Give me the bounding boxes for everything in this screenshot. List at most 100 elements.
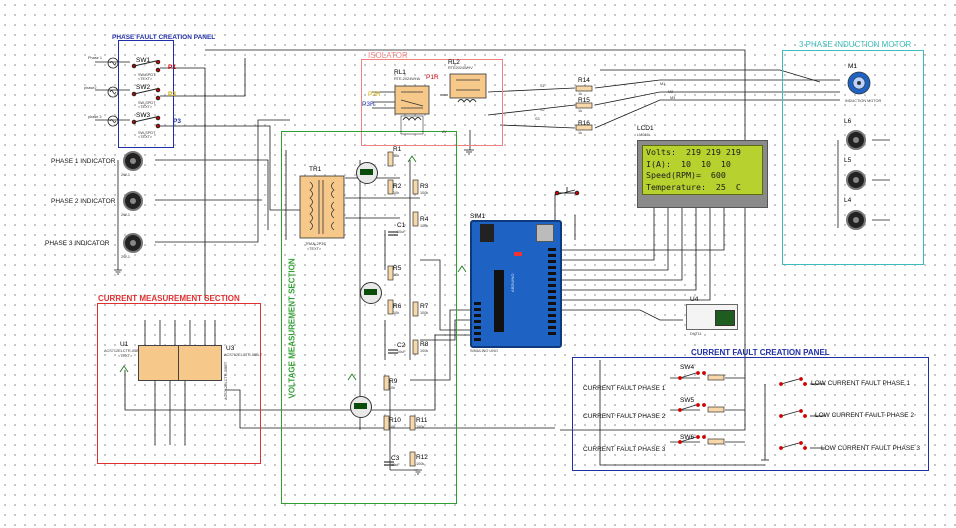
- transformer-tr1: [299, 175, 345, 239]
- ac-source-icons: [107, 57, 119, 127]
- usb-port: [480, 224, 494, 242]
- r15-ref: R15: [578, 97, 590, 104]
- c3-ref: C3: [391, 455, 400, 462]
- r8-ref: R8: [420, 341, 429, 348]
- arduino-part: SIMULINO UNO: [470, 349, 498, 353]
- lamp-3-part: 2W-1: [121, 255, 131, 259]
- p3-tag: P3: [173, 118, 181, 125]
- r5-ref: R5: [393, 265, 402, 272]
- phase-2-indicator-label: PHASE 2 INDICATOR: [51, 198, 116, 205]
- r2-ref: R2: [393, 183, 402, 190]
- lcd-screen: Volts: 219 219 219 I(A): 10 10 10 Speed(…: [642, 145, 763, 195]
- push-button[interactable]: [553, 183, 581, 199]
- u1-ref: U1: [120, 341, 129, 348]
- p3r-tag: P3R: [362, 101, 375, 108]
- tr1-ref: TR1: [309, 166, 322, 173]
- sw4-ref: SW4: [680, 364, 695, 371]
- dht-ref: U4: [690, 296, 699, 303]
- sw1-text: <TEXT>: [138, 77, 153, 81]
- phase-fault-panel-title: PHASE FAULT CREATION PANEL: [112, 34, 216, 41]
- wire-label-s2: S2: [540, 108, 545, 112]
- power-jack: [536, 224, 554, 242]
- r12-value: 100k: [416, 462, 425, 466]
- lcd-row-speed: Speed(RPM)= 600: [646, 170, 726, 180]
- r4-ref: R4: [420, 216, 429, 223]
- u1-text: <TEXT>: [118, 354, 133, 358]
- relay-rl1: [394, 85, 430, 135]
- header-pins-right: [548, 248, 556, 338]
- r9-ref: R9: [389, 378, 398, 385]
- voltmeter-1: [356, 162, 378, 184]
- low-current-fault-phase-1-label: LOW CURRENT FAULT PHASE 1: [811, 380, 910, 387]
- phase-switches[interactable]: [128, 60, 168, 130]
- motor-panel: [782, 50, 924, 265]
- acs712-chip-2: [178, 345, 222, 381]
- r7-ref: R7: [420, 303, 429, 310]
- r16-ref: R16: [578, 120, 590, 127]
- current-measurement-title: CURRENT MEASUREMENT SECTION: [98, 294, 240, 303]
- u1-part: ACS712ELCTR-05B-T: [104, 349, 143, 353]
- voltmeter-2: [360, 282, 382, 304]
- current-fault-switches[interactable]: [672, 370, 728, 454]
- c1-ref: C1: [397, 222, 406, 229]
- c1-value: 10uF: [397, 230, 406, 234]
- r14-ref: R14: [578, 77, 590, 84]
- tr1-text: <TEXT>: [307, 247, 322, 251]
- relay-rl2: [449, 73, 487, 103]
- wire-label-m2: M2: [668, 90, 674, 94]
- p2r-tag: P2R: [368, 91, 381, 98]
- voltage-measurement-panel: [281, 131, 457, 504]
- phase-fault-panel: [118, 40, 174, 148]
- phase-3-indicator-label: PHASE 3 INDICATOR: [45, 240, 110, 247]
- dht11-sensor: [686, 304, 738, 330]
- dht-part: DHT11: [690, 332, 702, 336]
- wire-label-s3: S3: [535, 117, 540, 121]
- low-current-switches[interactable]: [775, 376, 811, 456]
- u3-ref: U3: [226, 345, 235, 352]
- current-fault-phase-2-label: CURRENT FAULT PHASE 2: [583, 413, 666, 420]
- lcd-part: LM016L: [637, 133, 651, 137]
- r1-value: 10k: [393, 154, 400, 158]
- motor-lamp-2: [846, 170, 866, 190]
- current-fault-phase-1-label: CURRENT FAULT PHASE 1: [583, 385, 666, 392]
- lcd-display: Volts: 219 219 219 I(A): 10 10 10 Speed(…: [637, 140, 768, 208]
- r7-value: 100k: [420, 311, 429, 315]
- rl2-part: RTE2024WHV: [448, 66, 473, 70]
- p2-tag: P2: [168, 91, 176, 98]
- motor-ref: M1: [848, 63, 858, 70]
- r10-value: 10k: [389, 425, 396, 429]
- motor-lamp-1: [846, 130, 866, 150]
- lamp-2-part: 2W-1: [121, 213, 131, 217]
- phase-1-indicator-lamp: [123, 151, 143, 171]
- tr1-part: TRAN-2P3S: [305, 242, 326, 246]
- wire-label-s1: S1: [540, 84, 545, 88]
- r10-ref: R10: [389, 417, 401, 424]
- motor-part: INDUCTION MOTOR: [845, 99, 882, 103]
- lamp-l4-ref: L4: [844, 197, 852, 204]
- c2-value: 10uF: [397, 350, 406, 354]
- r5-value: 10k: [393, 273, 400, 277]
- low-current-fault-phase-2-label: LOW CURRENT FAULT PHASE 2: [815, 412, 914, 419]
- extra-chip-part: ACS712ELCTR-05B-T: [224, 361, 228, 400]
- phase-2-indicator-lamp: [123, 191, 143, 211]
- rl2-ref: RL2: [448, 59, 460, 66]
- low-current-fault-phase-3-label: LOW CURRENT FAULT PHASE 3: [821, 445, 920, 452]
- r14-value: 1k: [578, 92, 583, 96]
- lamp-1-part: 2W-1: [121, 173, 131, 177]
- phase-2-source-label: phase2: [84, 86, 97, 90]
- r3-value: 100k: [420, 191, 429, 195]
- r15-value: 1k: [578, 109, 583, 113]
- sw2-part: SW-SPDT: [138, 101, 156, 105]
- sw1-ref: SW1: [136, 57, 151, 64]
- r16-value: 1k: [578, 131, 583, 135]
- lamp-l6-ref: L6: [844, 118, 852, 125]
- r3-ref: R3: [420, 183, 429, 190]
- current-fault-title: CURRENT FAULT CREATION PANEL: [691, 348, 830, 357]
- motor-panel-title: 3 PHASE INDUCTION MOTOR: [799, 40, 912, 49]
- lcd-row-temperature: Temperature: 25 C: [646, 181, 741, 192]
- motor-lamp-3: [846, 210, 866, 230]
- current-measurement-panel: [97, 303, 261, 464]
- r1-ref: R1: [393, 146, 402, 153]
- arduino-ref: SIM1: [470, 213, 486, 220]
- r11-value: 100k: [416, 425, 425, 429]
